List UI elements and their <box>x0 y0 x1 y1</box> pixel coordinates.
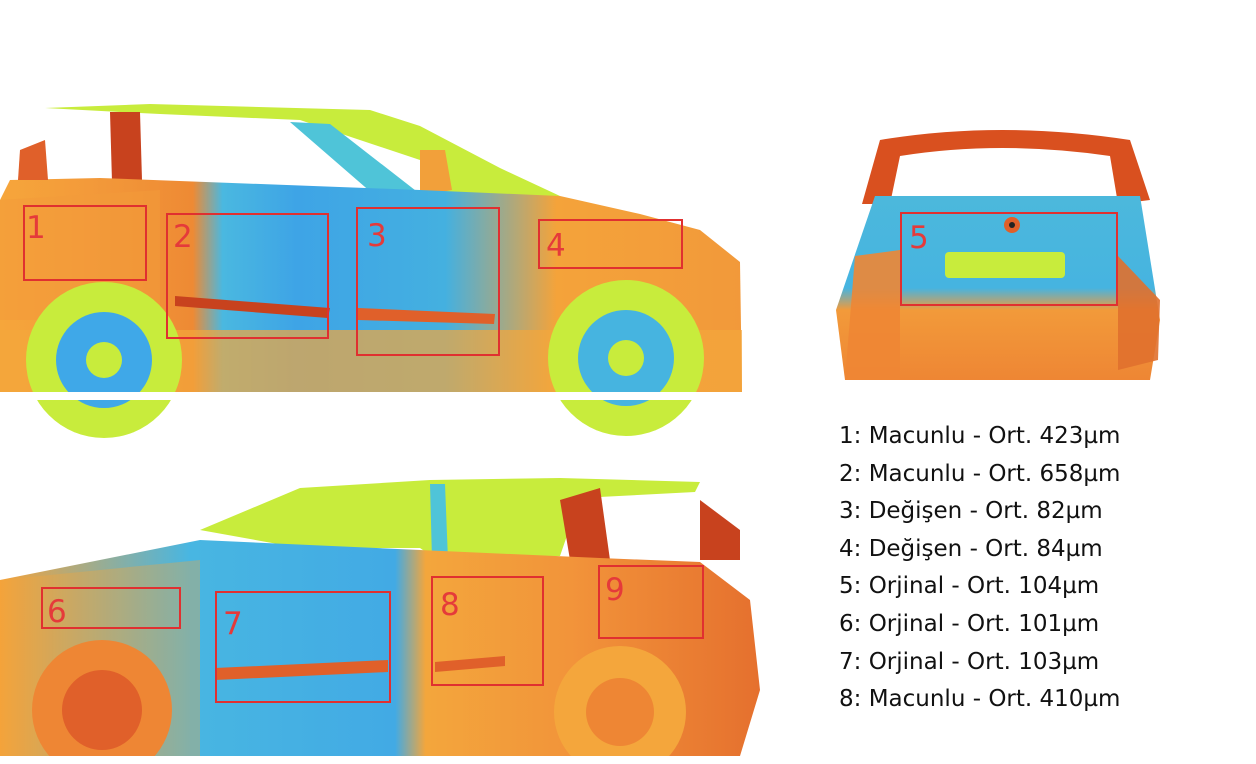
box-number-7: 7 <box>223 606 243 642</box>
box-2 <box>166 213 329 339</box>
legend-item-4: 4: Değişen - Ort. 84µm <box>839 535 1103 562</box>
legend-item-5: 5: Orjinal - Ort. 104µm <box>839 573 1100 600</box>
box-9 <box>598 565 704 639</box>
box-number-5: 5 <box>909 220 929 256</box>
measurement-boxes <box>23 205 1118 703</box>
box-7 <box>215 591 391 703</box>
box-6 <box>41 587 181 629</box>
car-rear-view <box>836 130 1160 380</box>
box-5 <box>900 212 1118 306</box>
box-4 <box>538 219 683 269</box>
box-number-9: 9 <box>605 572 625 608</box>
legend-item-7: 7: Orjinal - Ort. 103µm <box>839 648 1100 675</box>
box-number-6: 6 <box>47 594 67 630</box>
box-number-4: 4 <box>546 228 566 264</box>
legend-item-2: 2: Macunlu - Ort. 658µm <box>839 460 1121 487</box>
box-number-1: 1 <box>26 210 46 246</box>
car-left-side-view <box>0 104 742 438</box>
legend-item-6: 6: Orjinal - Ort. 101µm <box>839 610 1100 637</box>
box-number-3: 3 <box>367 218 387 254</box>
legend-item-1: 1: Macunlu - Ort. 423µm <box>839 423 1121 449</box>
box-number-8: 8 <box>440 587 460 623</box>
legend-item-8: 8: Macunlu - Ort. 410µm <box>839 686 1121 713</box>
box-8 <box>431 576 544 686</box>
box-1 <box>23 205 147 281</box>
box-3 <box>356 207 500 356</box>
measurement-box-numbers: 1 2 3 4 5 6 7 8 9 <box>26 210 929 642</box>
box-number-2: 2 <box>173 219 193 255</box>
legend-item-3: 3: Değişen - Ort. 82µm <box>839 498 1103 525</box>
car-right-side-view <box>0 478 760 764</box>
legend-list: 1: Macunlu - Ort. 423µm 2: Macunlu - Ort… <box>839 418 1120 719</box>
